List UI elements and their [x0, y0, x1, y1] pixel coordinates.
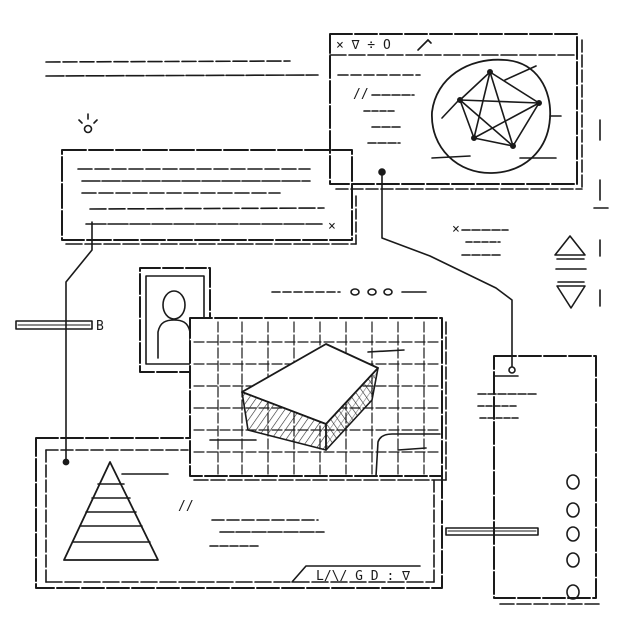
bottom-text-lines	[209, 519, 325, 547]
toolbar-glyphs[interactable]: × ∇ ÷ O	[336, 38, 391, 53]
list-marker: //	[353, 87, 369, 102]
slider[interactable]	[15, 320, 93, 330]
connector-dot	[62, 458, 70, 466]
slider-handle-glyph[interactable]: B	[96, 319, 104, 334]
right-edge-ticks	[593, 119, 609, 307]
bottom-status-tab	[291, 565, 421, 583]
connector-radar-to-panel	[378, 168, 516, 374]
radio-options[interactable]	[566, 474, 580, 600]
pen-icon[interactable]	[417, 39, 432, 51]
bottom-status-text[interactable]: L/\/ G D : ∇	[316, 569, 410, 584]
right-panel	[493, 355, 603, 605]
float-panel-close-icon[interactable]: ×	[452, 222, 460, 237]
chart-overlay-panel	[375, 433, 441, 477]
radar-list-lines	[337, 74, 421, 144]
float-panel-lines	[461, 229, 509, 256]
text-window-close-icon[interactable]: ×	[328, 219, 336, 234]
text-window	[61, 149, 357, 245]
3d-surface-icon	[209, 343, 405, 451]
bottom-window	[35, 437, 443, 589]
chart-overlay-line	[397, 447, 427, 451]
top-heading-lines	[45, 60, 319, 77]
radar-window	[329, 33, 583, 190]
radar-chart-icon	[431, 58, 562, 174]
pyramid-icon	[63, 461, 169, 561]
range-bar[interactable]	[445, 527, 539, 536]
right-panel-lines	[477, 375, 537, 419]
bottom-slash-marker: //	[178, 499, 194, 514]
triangle-down-icon[interactable]	[556, 281, 586, 309]
connector-text-to-bottom	[65, 221, 93, 461]
triangle-up-icon[interactable]	[554, 235, 586, 260]
chart-tab-dots[interactable]	[350, 288, 393, 296]
spark-icon	[78, 113, 98, 134]
